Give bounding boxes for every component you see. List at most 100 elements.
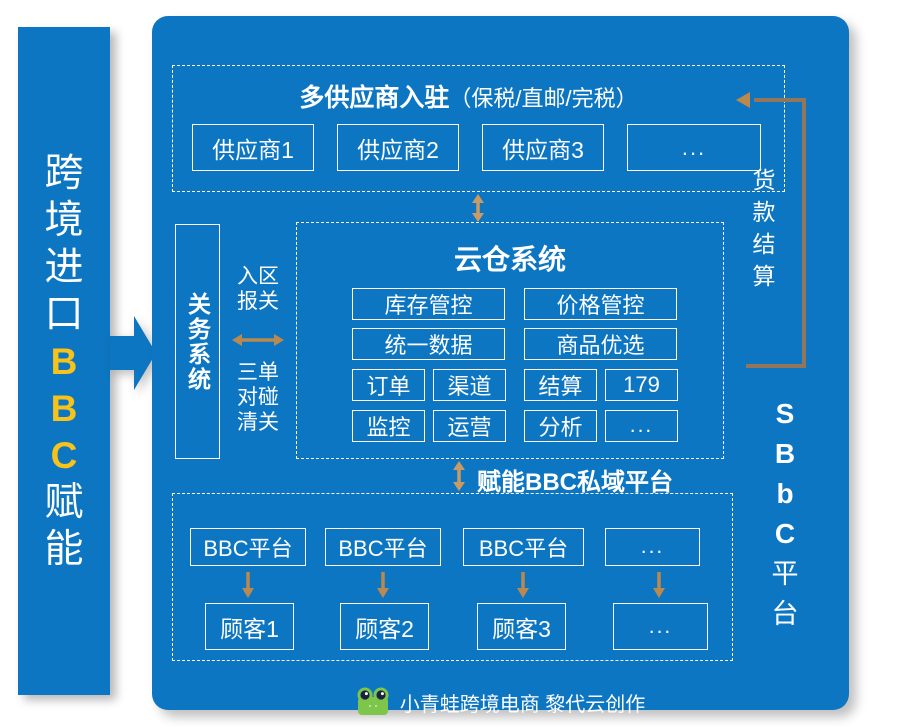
cloud-box-unified-data[interactable]: 统一数据 <box>352 328 505 360</box>
bbc-platform-box-1-label: BBC平台 <box>203 536 293 561</box>
customer-box-2[interactable]: 顾客2 <box>340 603 429 650</box>
cloud-box-inventory-control[interactable]: 库存管控 <box>352 288 505 320</box>
suppliers-title-sub: （保税/直邮/完税） <box>449 86 638 111</box>
customs-cloud-connector-arrow <box>232 332 284 348</box>
cloud-box-order-label: 订单 <box>366 374 411 399</box>
platform-customer-arrow-2 <box>376 572 390 598</box>
bbc-platform-box-2-label: BBC平台 <box>338 536 428 561</box>
cloud-box-monitoring-label: 监控 <box>366 415 411 440</box>
sbbc-char-b-lower: b <box>776 478 794 509</box>
left-banner-char-6: 能 <box>44 527 84 571</box>
supplier-box-1-label: 供应商1 <box>212 136 294 163</box>
bbc-platform-box-3[interactable]: BBC平台 <box>463 528 584 566</box>
left-banner-letter-b1: B <box>50 340 78 382</box>
platform-customer-arrow-3 <box>516 572 530 598</box>
cloud-box-price-control-label: 价格管控 <box>556 293 645 318</box>
entry-declaration-line-1: 入区 <box>237 265 279 288</box>
sbbc-char-ping: 平 <box>771 559 799 589</box>
sbbc-char-b-upper: B <box>774 438 796 469</box>
suppliers-title-main: 多供应商入驻 <box>299 84 450 112</box>
left-banner-char-2: 境 <box>44 198 84 242</box>
cloud-box-channel-label: 渠道 <box>447 374 492 399</box>
footer-credit-text: 小青蛙跨境电商 黎代云创作 <box>399 693 646 716</box>
three-order-clearance-line-3: 清关 <box>237 411 279 434</box>
three-order-clearance-line-1: 三单 <box>237 361 279 384</box>
platform-customer-arrow-1 <box>241 572 255 598</box>
left-banner-char-4: 口 <box>44 292 84 336</box>
supplier-box-1[interactable]: 供应商1 <box>192 124 314 171</box>
supplier-box-2-label: 供应商2 <box>357 136 439 163</box>
customer-box-2-label: 顾客2 <box>355 615 414 642</box>
left-banner-char-1: 跨 <box>44 151 84 195</box>
cloud-box-product-selection-label: 商品优选 <box>556 333 645 358</box>
cloud-box-analytics[interactable]: 分析 <box>524 410 597 442</box>
platform-customer-arrow-4 <box>652 572 666 598</box>
customer-box-1-label: 顾客1 <box>220 615 279 642</box>
three-order-clearance-line-2: 对碰 <box>237 386 279 409</box>
supplier-box-3[interactable]: 供应商3 <box>482 124 604 171</box>
footer-credit: 小青蛙跨境电商 黎代云创作 <box>152 682 849 722</box>
customer-box-1[interactable]: 顾客1 <box>205 603 294 650</box>
cloud-box-179-label: 179 <box>623 372 660 397</box>
frog-icon <box>356 687 390 717</box>
suppliers-cloud-connector-arrow <box>470 194 486 222</box>
cloud-box-operations-label: 运营 <box>447 415 492 440</box>
cloud-box-unified-data-label: 统一数据 <box>384 333 473 358</box>
sbbc-char-c: C <box>774 518 796 549</box>
left-banner-char-3: 进 <box>44 245 84 289</box>
bbc-private-domain-section <box>172 493 733 661</box>
suppliers-section <box>172 65 785 192</box>
supplier-box-more[interactable]: ... <box>627 124 761 171</box>
cloud-box-order[interactable]: 订单 <box>352 369 425 401</box>
supplier-box-2[interactable]: 供应商2 <box>337 124 459 171</box>
payment-settlement-char-4: 算 <box>752 263 776 289</box>
customs-system-box[interactable]: 关务系统 <box>175 224 220 459</box>
supplier-box-more-label: ... <box>681 134 707 160</box>
customer-box-3[interactable]: 顾客3 <box>477 603 566 650</box>
cloud-warehouse-title: 云仓系统 <box>453 244 566 275</box>
entry-declaration-line-2: 报关 <box>237 290 279 313</box>
customer-box-more[interactable]: ... <box>613 603 708 650</box>
payment-settlement-char-1: 货 <box>752 167 776 193</box>
entry-declaration-label: 入区 报关 <box>228 264 288 314</box>
sbbc-char-s: S <box>775 398 795 429</box>
supplier-box-3-label: 供应商3 <box>502 136 584 163</box>
payment-settlement-arrow <box>736 88 814 378</box>
three-order-clearance-label: 三单 对碰 清关 <box>228 360 288 435</box>
cloud-box-product-selection[interactable]: 商品优选 <box>524 328 677 360</box>
cloud-box-settlement-label: 结算 <box>538 374 583 399</box>
payment-settlement-char-3: 结 <box>752 231 776 257</box>
sbbc-char-tai: 台 <box>771 599 799 629</box>
cloud-box-operations[interactable]: 运营 <box>433 410 506 442</box>
left-banner-char-5: 赋 <box>44 480 84 524</box>
customer-box-3-label: 顾客3 <box>492 615 551 642</box>
payment-settlement-label: 货 款 结 算 <box>748 164 780 292</box>
suppliers-section-title: 多供应商入驻（保税/直邮/完税） <box>152 78 785 114</box>
cloud-box-monitoring[interactable]: 监控 <box>352 410 425 442</box>
cloud-box-more[interactable]: ... <box>605 410 678 442</box>
cloud-box-channel[interactable]: 渠道 <box>433 369 506 401</box>
left-vertical-banner: 跨 境 进 口 B B C 赋 能 <box>18 27 110 695</box>
sbbc-platform-label: S B b C 平 台 <box>764 394 806 634</box>
main-panel: 多供应商入驻（保税/直邮/完税） 供应商1 供应商2 供应商3 ... 关务系统 <box>152 16 849 716</box>
customer-box-more-label: ... <box>648 614 673 638</box>
left-banner-letter-c: C <box>50 434 78 476</box>
cloud-box-price-control[interactable]: 价格管控 <box>524 288 677 320</box>
payment-settlement-char-2: 款 <box>752 199 776 225</box>
bbc-platform-box-more-label: ... <box>640 535 665 558</box>
bbc-platform-box-3-label: BBC平台 <box>478 536 569 561</box>
cloud-box-179[interactable]: 179 <box>605 369 678 401</box>
cloud-box-more-label: ... <box>629 414 654 437</box>
bbc-platform-box-1[interactable]: BBC平台 <box>190 528 306 566</box>
left-banner-letter-b2: B <box>50 387 78 429</box>
bbc-platform-box-2[interactable]: BBC平台 <box>325 528 441 566</box>
bbc-section-title: 赋能BBC私域平台 <box>477 469 673 496</box>
flow-arrow-icon <box>110 316 156 390</box>
cloud-bbc-connector-arrow <box>451 461 467 491</box>
customs-system-label: 关务系统 <box>184 291 211 392</box>
bbc-platform-box-more[interactable]: ... <box>605 528 700 566</box>
cloud-box-settlement[interactable]: 结算 <box>524 369 597 401</box>
cloud-warehouse-section <box>296 222 724 459</box>
cloud-box-analytics-label: 分析 <box>538 415 583 440</box>
